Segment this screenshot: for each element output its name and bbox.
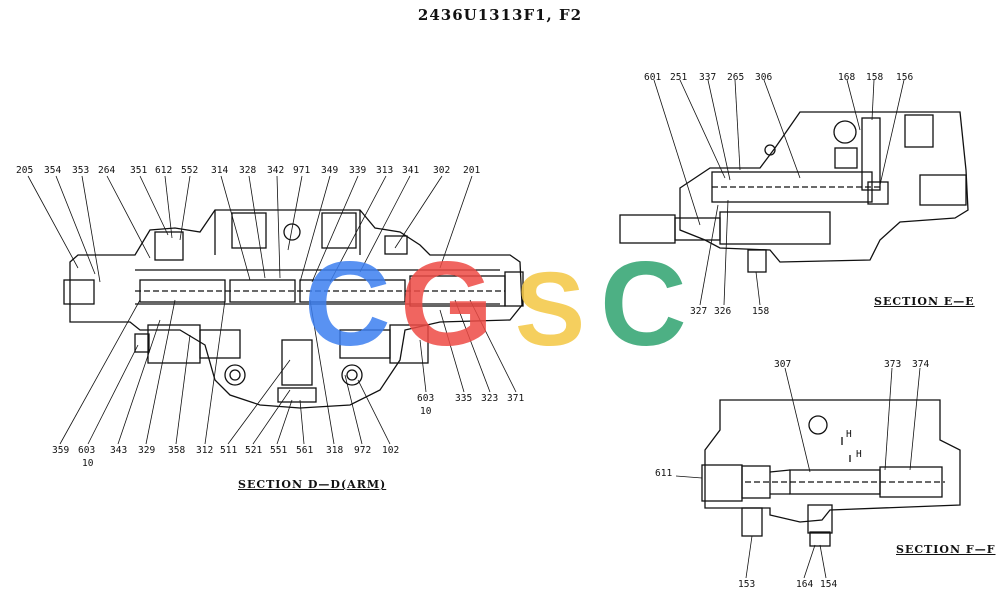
part-label: 971 [293,165,311,176]
part-label: 342 [267,165,285,176]
part-label: 349 [321,165,339,176]
part-label: 328 [239,165,257,176]
part-label: 164 [796,579,814,590]
part-label: 154 [820,579,838,590]
part-label: 306 [755,72,773,83]
watermark-letter: C [600,237,687,371]
part-label: 373 [884,359,902,370]
part-label: 972 [354,445,372,456]
part-label: 323 [481,393,499,404]
part-label: 205 [16,165,34,176]
part-label: 335 [455,393,473,404]
part-label: 264 [98,165,116,176]
section-mark-h: H [856,449,862,460]
part-label: 343 [110,445,128,456]
part-label: 158 [752,306,770,317]
part-label: 302 [433,165,451,176]
section-mark-h: H [846,429,852,440]
part-label: 353 [72,165,90,176]
part-label: 551 [270,445,288,456]
part-label: 561 [296,445,314,456]
part-label: 10 [82,458,94,469]
part-label: 354 [44,165,62,176]
section-dd-label: SECTION D—D(ARM) [238,478,387,491]
part-label: 265 [727,72,745,83]
part-label: 603 [78,445,96,456]
part-label: 358 [168,445,186,456]
part-label: 612 [155,165,173,176]
part-label: 552 [181,165,199,176]
watermark: C G S C [304,237,687,371]
part-label: 314 [211,165,229,176]
part-label: 10 [420,406,432,417]
part-label: 251 [670,72,688,83]
part-label: 351 [130,165,148,176]
part-label: 327 [690,306,708,317]
part-label: 511 [220,445,238,456]
section-ee-body [619,111,969,273]
part-label: 313 [376,165,394,176]
part-label: 611 [655,468,673,479]
part-label: 603 [417,393,435,404]
part-label: 521 [245,445,263,456]
part-label: 374 [912,359,930,370]
watermark-letter: C [304,237,391,371]
part-label: 201 [463,165,481,176]
section-ff-label: SECTION F—F [896,543,996,556]
leader-lines [27,79,921,579]
section-dd-body [63,209,524,409]
part-label: 337 [699,72,717,83]
part-label: 307 [774,359,792,370]
part-label: 371 [507,393,525,404]
part-label: 102 [382,445,400,456]
part-label: 601 [644,72,662,83]
watermark-letter: G [400,237,493,371]
part-label: 341 [402,165,420,176]
section-ff-body [701,399,961,547]
part-label: 326 [714,306,732,317]
part-label: 339 [349,165,367,176]
drawing-title: 2436U1313F1, F2 [417,6,583,24]
part-label: 156 [896,72,914,83]
part-label: 329 [138,445,156,456]
watermark-letter: S [515,251,585,368]
part-label: 312 [196,445,214,456]
part-label: 158 [866,72,884,83]
part-label: 168 [838,72,856,83]
section-ee-label: SECTION E—E [874,295,975,308]
part-label: 153 [738,579,756,590]
part-label: 359 [52,445,70,456]
part-label: 318 [326,445,344,456]
